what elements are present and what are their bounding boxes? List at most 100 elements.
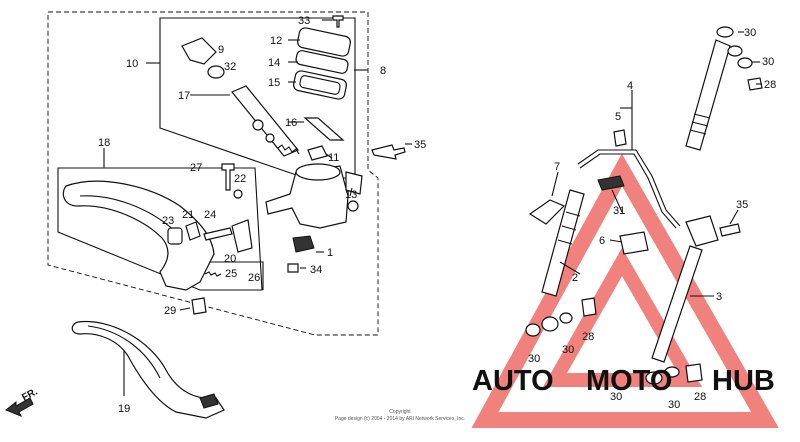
bolt-27 xyxy=(221,163,235,191)
bolt-35-right xyxy=(719,223,741,237)
outer-dashed-boundary xyxy=(47,11,379,336)
sight-glass-16 xyxy=(303,117,345,141)
label-26: 26 xyxy=(248,272,260,284)
brake-pipe-4 xyxy=(577,149,681,227)
reservoir-parts xyxy=(181,15,351,161)
switch-1 xyxy=(292,235,315,253)
label-2: 2 xyxy=(572,272,578,284)
clamp-6 xyxy=(619,231,649,255)
cylinder-top xyxy=(295,163,341,181)
copyright-line-1: Copyright xyxy=(389,409,411,415)
watermark-word-hub: HUB xyxy=(712,365,775,397)
label-10: 10 xyxy=(126,58,138,70)
label-28-mid: 28 xyxy=(582,331,594,343)
label-15: 15 xyxy=(268,77,280,89)
label-23: 23 xyxy=(162,215,174,227)
lever-19-pivot xyxy=(199,393,219,409)
brake-lever-18 xyxy=(62,163,253,315)
label-3: 3 xyxy=(716,291,722,303)
grommet-5 xyxy=(613,129,627,147)
front-arrow-icon xyxy=(5,397,34,417)
label-4: 4 xyxy=(627,80,633,92)
lever-18-body xyxy=(62,180,215,291)
screw-34 xyxy=(287,263,299,273)
boot-9 xyxy=(181,37,217,65)
hose-2 xyxy=(541,189,585,297)
screw-sub-box xyxy=(188,261,264,290)
label-7: 7 xyxy=(554,161,560,173)
front-label: FR. xyxy=(20,386,40,403)
label-33: 33 xyxy=(298,15,310,27)
cylinder-body xyxy=(265,165,349,229)
lever-19-body xyxy=(71,320,225,419)
piston-17 xyxy=(231,85,299,157)
washer-30-top3 xyxy=(737,57,753,69)
watermark-word-moto: MOTO xyxy=(586,365,672,397)
label-16: 16 xyxy=(285,117,297,129)
label-9: 9 xyxy=(218,44,224,56)
label-18: 18 xyxy=(98,137,110,149)
watermark-text: AUTO MOTO HUB xyxy=(472,365,775,397)
bolt-13 xyxy=(347,200,359,212)
upper-hose-ribs xyxy=(689,113,711,135)
label-29: 29 xyxy=(164,305,176,317)
label-27: 27 xyxy=(190,162,202,174)
master-cylinder-body xyxy=(265,144,406,273)
clip-32 xyxy=(207,65,225,79)
lever-19-ridge xyxy=(87,325,161,379)
label-6: 6 xyxy=(599,235,605,247)
collar-21 xyxy=(185,221,201,241)
watermark-word-auto: AUTO xyxy=(472,365,554,397)
spring xyxy=(277,144,300,155)
part-labels: 1 2 3 4 5 6 7 8 9 10 11 12 13 14 15 16 1… xyxy=(98,15,776,415)
label-31: 31 xyxy=(613,205,625,217)
copyright-line-2: Page design (c) 2004 - 2014 by ARI Netwo… xyxy=(335,416,465,422)
label-30-left: 30 xyxy=(528,353,540,365)
washer-30-top xyxy=(716,26,734,38)
label-24: 24 xyxy=(204,209,216,221)
label-35-right: 35 xyxy=(736,199,748,211)
label-20: 20 xyxy=(224,253,236,265)
label-19: 19 xyxy=(118,403,130,415)
label-13: 13 xyxy=(345,189,357,201)
screw-25 xyxy=(204,271,222,277)
leader-lines xyxy=(103,19,762,396)
label-30-bottom-left: 30 xyxy=(610,391,622,403)
front-direction-marker: FR. xyxy=(5,386,40,417)
label-32: 32 xyxy=(224,61,236,73)
label-12: 12 xyxy=(270,35,282,47)
label-30-top2: 30 xyxy=(762,56,774,68)
label-14: 14 xyxy=(268,57,280,69)
washer-30-top2 xyxy=(727,45,743,57)
reservoir-cap-12 xyxy=(297,27,351,57)
label-17: 17 xyxy=(178,90,190,102)
label-30-top: 30 xyxy=(744,27,756,39)
adjuster-20 xyxy=(231,219,253,253)
plate-14 xyxy=(295,50,349,74)
label-8: 8 xyxy=(380,65,386,77)
watermark-triangle-inner xyxy=(542,247,703,387)
washer-30-l1 xyxy=(525,323,541,337)
bracket-31 xyxy=(597,175,625,191)
washer-22 xyxy=(233,189,243,199)
spring-24 xyxy=(203,227,233,241)
brake-lines xyxy=(525,26,763,385)
diaphragm-15 xyxy=(293,70,347,100)
washer-30-l3 xyxy=(559,312,573,324)
label-30-bottom: 30 xyxy=(668,399,680,411)
pivot-23 xyxy=(167,227,183,245)
piston-cup-b xyxy=(265,133,275,143)
label-1: 1 xyxy=(327,247,333,259)
bracket-11 xyxy=(307,145,328,161)
hose-3 xyxy=(651,245,703,363)
washer-30-b1 xyxy=(645,371,663,385)
copyright: Copyright Page design (c) 2004 - 2014 by… xyxy=(335,409,465,422)
clamp-7 xyxy=(528,199,566,225)
bolt-28-top xyxy=(747,77,763,91)
label-22: 22 xyxy=(234,173,246,185)
washer-30-l2 xyxy=(541,316,559,332)
washer-30-b2 xyxy=(664,366,680,378)
bolt-28-mid xyxy=(581,297,597,317)
brake-pipe-4b xyxy=(579,153,677,229)
